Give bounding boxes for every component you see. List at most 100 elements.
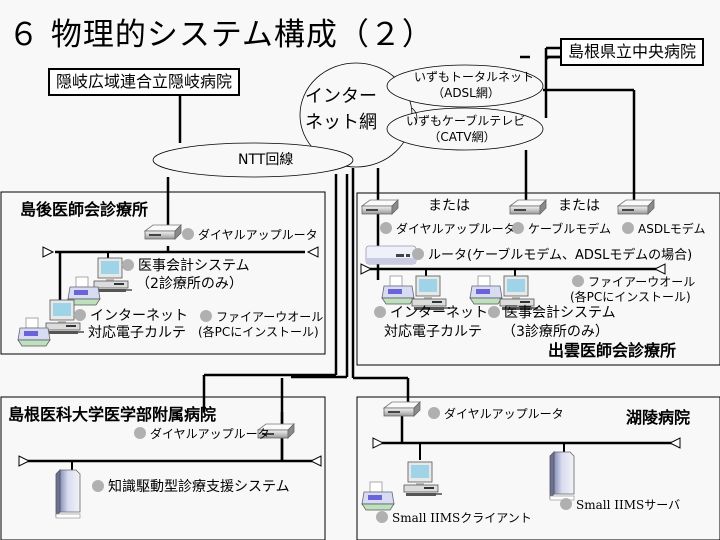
izumo-cable-modem-text: ケーブルモデム xyxy=(528,222,612,236)
univ-system-label: 知識駆動型診療支援システム xyxy=(92,480,290,494)
izumo-dialup-text: ダイヤルアップルータ xyxy=(396,222,516,236)
adsl-network-label: いずもトータルネット （ADSL網） xyxy=(414,70,535,101)
ntt-line-ellipse xyxy=(152,142,354,178)
lan-terminator-right xyxy=(653,263,666,275)
catv-network-ellipse xyxy=(386,107,544,151)
dogo-accounting-note: （2診療所のみ） xyxy=(136,276,243,292)
dogo-accounting-label: 医事会計システム xyxy=(122,259,250,273)
lan-terminator-left xyxy=(360,263,373,275)
dogo-dialup-text: ダイヤルアップルータ xyxy=(198,228,318,242)
bullet-icon xyxy=(92,480,104,492)
dogo-firewall-label: ファイアーウオール xyxy=(200,310,323,323)
page-title: ６ 物理的システム構成（２） xyxy=(8,17,434,53)
izumo-firewall-text: ファイアーウオール xyxy=(588,275,696,289)
koryo-box xyxy=(356,396,720,540)
dogo-firewall-text: ファイアーウオール xyxy=(216,310,324,324)
bullet-icon xyxy=(512,222,524,234)
central-hospital-label: 島根県立中央病院 xyxy=(560,38,705,66)
internet-label-line2: ネット網 xyxy=(305,112,377,133)
izumo-or-1: または xyxy=(428,198,470,214)
adsl-network-ellipse xyxy=(386,64,544,108)
bullet-icon xyxy=(488,306,500,318)
bullet-icon xyxy=(622,222,634,234)
bullet-icon xyxy=(560,498,572,510)
univ-dialup-label: ダイヤルアップルータ xyxy=(134,427,270,440)
adsl-network-label-line1: いずもトータルネット xyxy=(414,70,535,84)
izumo-firewall-label: ファイアーウオール xyxy=(572,275,695,288)
bullet-icon xyxy=(428,407,440,419)
lan-terminator-right xyxy=(306,246,319,258)
izumo-accounting-label: 医事会計システム xyxy=(488,306,616,320)
koryo-client-text: Small IIMSクライアント xyxy=(392,511,532,525)
koryo-server-label: Small IIMSサーバ xyxy=(560,498,680,511)
router-icon xyxy=(365,245,417,265)
adsl-network-label-line2: （ADSL網） xyxy=(432,85,500,100)
univ-system-text: 知識駆動型診療支援システム xyxy=(108,479,290,495)
izumo-adsl-modem-text: ASDLモデム xyxy=(638,222,706,236)
bullet-icon xyxy=(376,511,388,523)
lan-terminator-right xyxy=(309,455,322,467)
bullet-icon xyxy=(182,228,194,240)
koryo-client-label: Small IIMSクライアント xyxy=(376,511,532,524)
dogo-emr-text: インターネット xyxy=(90,308,188,324)
koryo-server-text: Small IIMSサーバ xyxy=(576,498,681,512)
univ-dialup-text: ダイヤルアップルータ xyxy=(150,427,270,441)
adsl-modem-icon xyxy=(617,199,655,215)
printer-icon xyxy=(17,317,51,347)
izumo-cable-modem-label: ケーブルモデム xyxy=(512,222,611,235)
izumo-clinic-box xyxy=(356,192,720,366)
dogo-firewall-note: (各PCにインストール) xyxy=(198,325,319,339)
koryo-dialup-text: ダイヤルアップルータ xyxy=(444,407,564,421)
dogo-emr-label: インターネット xyxy=(74,309,188,323)
cable-modem-icon xyxy=(509,199,547,215)
izumo-accounting-note: （3診療所のみ） xyxy=(502,324,609,340)
server-icon xyxy=(549,451,575,501)
izumo-emr-label-line2: 対応電子カルテ xyxy=(384,324,482,340)
bullet-icon xyxy=(412,248,424,260)
bullet-icon xyxy=(122,259,134,271)
bullet-icon xyxy=(74,309,86,321)
dialup-router-icon xyxy=(144,224,182,240)
lan-terminator-left xyxy=(18,455,31,467)
printer-icon xyxy=(469,275,503,305)
koryo-dialup-label: ダイヤルアップルータ xyxy=(428,407,564,420)
shimane-univ-name: 島根医科大学医学部附属病院 xyxy=(8,405,217,424)
dogo-clinic-box xyxy=(0,191,326,355)
izumo-dialup-label: ダイヤルアップルータ xyxy=(380,222,516,235)
internet-label-line1: インター xyxy=(305,86,377,107)
printer-icon xyxy=(361,481,395,511)
shimane-univ-box xyxy=(0,396,326,540)
catv-network-label-line2: （CATV網） xyxy=(428,129,496,144)
izumo-router-label: ルータ(ケーブルモデム、ADSLモデムの場合) xyxy=(412,248,692,262)
bullet-icon xyxy=(134,427,146,439)
koryo-hospital-name: 湖陵病院 xyxy=(626,408,691,427)
bullet-icon xyxy=(374,306,386,318)
lan-terminator-left xyxy=(42,246,55,258)
izumo-router-text: ルータ(ケーブルモデム、ADSLモデムの場合) xyxy=(428,248,693,263)
bullet-icon xyxy=(572,275,584,287)
izumo-adsl-modem-label: ASDLモデム xyxy=(622,222,706,235)
catv-network-label: いずもケーブルテレビ （CATV網） xyxy=(406,114,526,145)
dogo-clinic-name: 島後医師会診療所 xyxy=(20,200,149,219)
izumo-firewall-note: (各PCにインストール) xyxy=(570,290,691,304)
izumo-emr-text: インターネット xyxy=(390,305,488,321)
dogo-emr-label-line2: 対応電子カルテ xyxy=(88,325,186,341)
printer-icon xyxy=(381,275,415,305)
lan-terminator-right xyxy=(668,437,681,449)
dialup-router-icon xyxy=(361,199,399,215)
dogo-accounting-text: 医事会計システム xyxy=(138,258,250,274)
dialup-router-icon xyxy=(383,401,421,417)
ntt-line-label: NTT回線 xyxy=(238,152,294,168)
izumo-accounting-text: 医事会計システム xyxy=(504,305,616,321)
dogo-dialup-label: ダイヤルアップルータ xyxy=(182,228,318,241)
izumo-or-2: または xyxy=(558,198,600,214)
server-icon xyxy=(55,469,81,519)
pc-icon xyxy=(403,461,443,497)
izumo-clinic-name: 出雲医師会診療所 xyxy=(548,341,677,360)
bullet-icon xyxy=(380,222,392,234)
bullet-icon xyxy=(200,310,212,322)
lan-terminator-left xyxy=(372,437,385,449)
oki-hospital-label: 隠岐広域連合立隠岐病院 xyxy=(48,68,241,96)
catv-network-label-line1: いずもケーブルテレビ xyxy=(406,114,526,128)
